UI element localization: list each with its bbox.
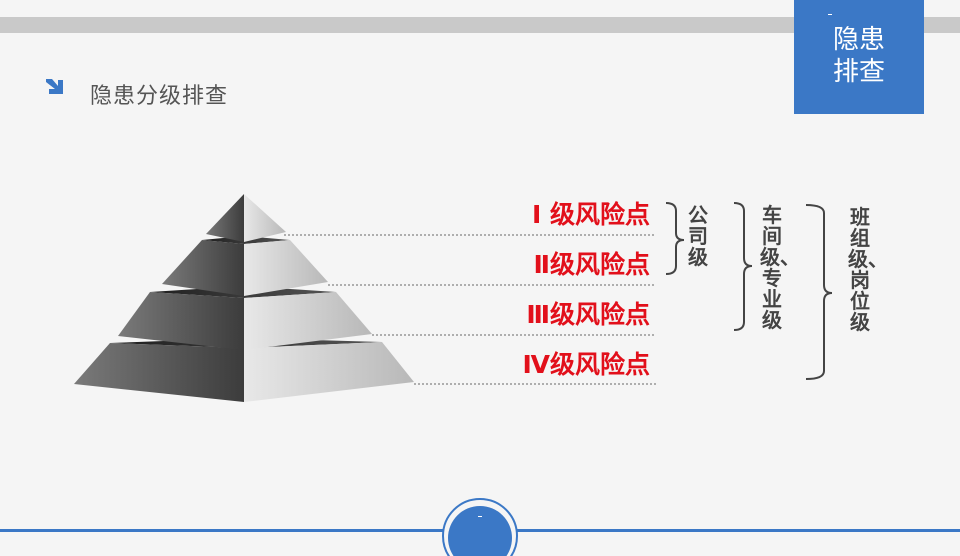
group-team: 班组级、岗位级 xyxy=(848,207,888,333)
group-workshop-text: 车间级、专业级 xyxy=(760,203,800,332)
section-tab-line-1: 隐患 xyxy=(832,25,885,55)
pyramid-tier-3-left xyxy=(118,292,244,350)
level-label-3: Ⅲ级风险点 xyxy=(526,300,650,329)
section-tab-text: 隐患 排查 xyxy=(794,24,924,88)
section-tab-line-2: 排查 xyxy=(832,57,885,87)
pyramid-tier-1-right xyxy=(244,194,286,242)
pyramid-graphic xyxy=(74,194,656,402)
pyramid-tier-3-right xyxy=(244,292,372,350)
group-team-text: 班组级、岗位级 xyxy=(848,205,888,334)
tab-mark xyxy=(828,14,832,15)
level-label-4: Ⅳ级风险点 xyxy=(522,350,650,379)
top-bar xyxy=(0,17,960,33)
arrow-down-right-icon xyxy=(46,79,63,94)
pyramid-tier-1-left xyxy=(206,194,244,242)
level-label-1: Ⅰ 级风险点 xyxy=(531,200,650,229)
group-company: 公司级 xyxy=(686,205,710,268)
section-tab: 隐患 排查 xyxy=(794,0,924,114)
level-label-2: Ⅱ级风险点 xyxy=(533,250,650,279)
pyramid-tier-2-left xyxy=(162,240,244,296)
page-badge xyxy=(442,498,518,556)
pyramid-tier-4-left xyxy=(74,343,244,402)
pyramid-tier-2-right xyxy=(244,240,328,296)
page-title: 隐患分级排查 xyxy=(90,84,229,109)
group-company-text: 公司级 xyxy=(688,203,708,269)
group-workshop: 车间级、专业级 xyxy=(760,205,800,331)
pyramid-tier-4-right xyxy=(244,342,414,402)
